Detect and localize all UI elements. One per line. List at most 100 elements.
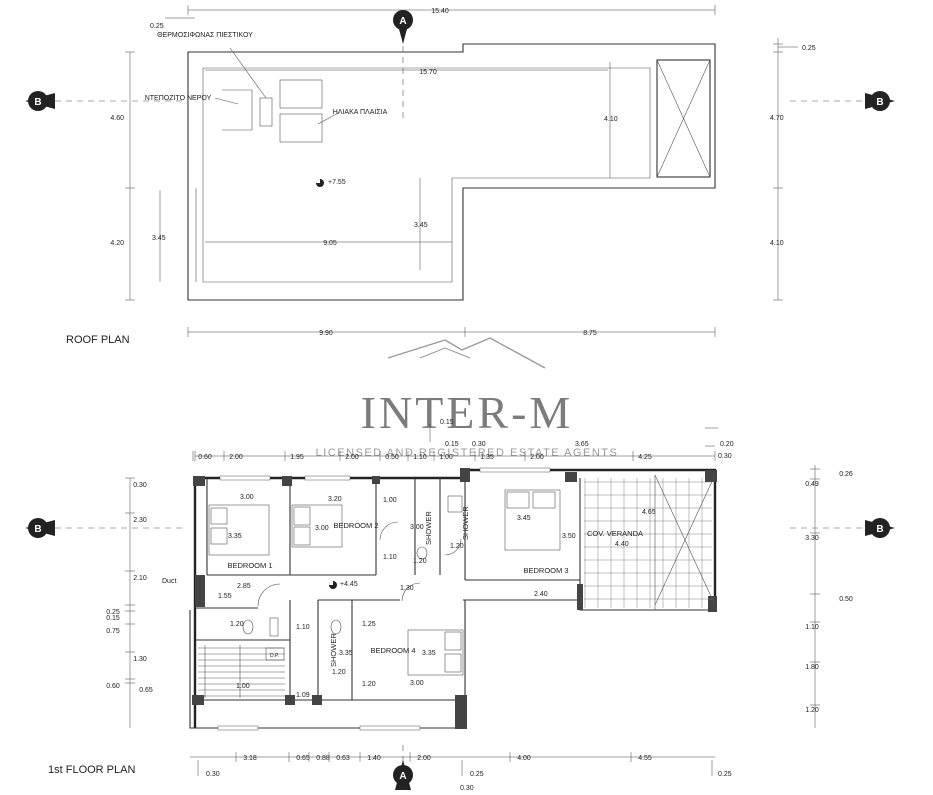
floor-top-row-dim-5: 0.50 (385, 454, 399, 461)
roof-void (656, 59, 711, 178)
roof-top-small-dim: 0.25 (150, 23, 164, 30)
veranda-height-dim: 4.65 (642, 509, 656, 516)
bedroom4-wardrobe-dim: 1.25 (362, 621, 376, 628)
duct-label: Duct (162, 578, 176, 585)
floor-bottom-dim-5: 1.40 (367, 755, 381, 762)
floor-section-marker-b-right: B (865, 518, 895, 538)
roof-tank-label: ΝΤΕΠΟΖΙΤΟ ΝΕΡΟΥ (145, 95, 212, 102)
svg-text:B: B (876, 524, 883, 535)
roof-right-upper-dim: 4.70 (770, 115, 784, 122)
dp-box (265, 647, 285, 661)
floor-bottom-dim-1: 3.18 (243, 755, 257, 762)
veranda-width-dim: 4.40 (615, 541, 629, 548)
water-heater (259, 97, 273, 127)
stair-landing-dim: 1.09 (296, 692, 310, 699)
bedroom1-width-dim: 3.00 (240, 494, 254, 501)
floor-level-label: +4.45 (340, 581, 358, 588)
wc-height-dim: 1.10 (383, 554, 397, 561)
roof-plan: 15.40 0.25 15.70 4.10 3.45 9.05 ΘΕΡΜΟΣΙΦ… (55, 5, 865, 337)
bedroom2-width-dim: 3.20 (328, 496, 342, 503)
floor-bottom-small-3: 0.30 (460, 785, 474, 792)
roof-right-lower-dim: 4.10 (770, 240, 784, 247)
floor-left-dims: 0.302.302.100.250.150.751.300.600.65 (106, 477, 153, 694)
floor-left-dim-7: 1.30 (133, 656, 147, 663)
roof-section-marker-b-right: B (865, 91, 895, 111)
bedroom4-width-dim: 3.00 (410, 680, 424, 687)
staircase (198, 645, 285, 698)
floor-bottom-dim-2: 0.65 (296, 755, 310, 762)
floor-left-dim-9: 0.65 (139, 687, 153, 694)
floor-left-dim-5: 0.15 (106, 615, 120, 622)
watermark-logo: INTER-M LICENSED AND REGISTERED ESTATE A… (316, 337, 617, 459)
floor-section-marker-a: A (393, 760, 413, 790)
watermark-name: INTER-M (361, 387, 574, 438)
roof-left-lower-dim: 4.20 (110, 240, 124, 247)
floor-top-dim-6: 0.20 (720, 441, 734, 448)
solar-panel-1 (279, 79, 323, 109)
floor-right-dim-3: 3.30 (805, 535, 819, 542)
roof-left-upper-dim: 4.60 (110, 115, 124, 122)
floor-bottom-dim-3: 0.88 (316, 755, 330, 762)
room-bedroom2-label: BEDROOM 2 (333, 521, 378, 530)
roof-inner-left-height-dim: 4.10 (604, 116, 618, 123)
roof-bottom-right-dim: 8.75 (583, 330, 597, 337)
roof-bottom-left-dim: 9.90 (319, 330, 333, 337)
floor-top-row-dim-2: 2.00 (229, 454, 243, 461)
roof-left-inner-dim: 3.45 (152, 235, 166, 242)
bed-2 (291, 504, 343, 548)
wc-width-dim: 1.00 (383, 497, 397, 504)
shower3-height-dim: 3.35 (339, 650, 353, 657)
bedroom3-wardrobe-dim: 2.40 (534, 591, 548, 598)
wc-left-height-dim: 1.10 (296, 624, 310, 631)
floor-top-row-dim-4: 2.00 (345, 454, 359, 461)
room-shower1-label: SHOWER (424, 511, 433, 545)
bedroom3-height-dim: 3.50 (562, 533, 576, 540)
floor-top-row-dim-6: 1.10 (413, 454, 427, 461)
floor-right-dim-1: 0.26 (839, 471, 853, 478)
floor-bottom-dim-6: 2.00 (417, 755, 431, 762)
roof-level-label: +7.55 (328, 179, 346, 186)
roof-section-marker-b-left: B (25, 91, 55, 111)
roof-plan-title: ROOF PLAN (66, 334, 130, 346)
floor-top-row-dim-7: 1.00 (439, 454, 453, 461)
floor-left-dim-8: 0.60 (106, 683, 120, 690)
shower1-width-dim: 3.00 (410, 524, 424, 531)
room-shower3-label: SHOWER (329, 633, 338, 667)
floor-top-dim-3: 0.30 (472, 441, 486, 448)
solar-panel-2 (279, 113, 323, 143)
svg-text:A: A (399, 771, 406, 782)
floor-bottom-small-2: 0.25 (470, 771, 484, 778)
bed-1 (208, 504, 270, 556)
floor-top-dim-2: 0.15 (445, 441, 459, 448)
veranda-tiles (584, 478, 712, 608)
floor-right-dim-4: 0.50 (839, 596, 853, 603)
corridor-dim-2: 1.55 (218, 593, 232, 600)
roof-right-small-dim: 0.25 (802, 45, 816, 52)
floor-top-row-dim-1: 0.60 (198, 454, 212, 461)
floor-right-dims: 0.260.493.300.501.101.801.20 (805, 468, 853, 714)
floor-section-marker-b-left: B (25, 518, 55, 538)
floor-right-dim-6: 1.80 (805, 664, 819, 671)
roof-section-marker-a: A (393, 10, 413, 44)
floor-left-dim-2: 2.30 (133, 517, 147, 524)
svg-text:B: B (876, 97, 883, 108)
floor-left-dim-3: 2.10 (133, 575, 147, 582)
svg-text:B: B (34, 524, 41, 535)
floor-top-dim-4: 3.65 (575, 441, 589, 448)
bedroom4-lower-dim: 1.20 (362, 681, 376, 688)
roof-solar-label: ΗΛΙΑΚΑ ΠΛΑΙΣΙΑ (333, 109, 388, 116)
floor-left-dim-1: 0.30 (133, 482, 147, 489)
roof-inner-lower-width-dim: 9.05 (323, 240, 337, 247)
shower1-height-dim: 1.20 (413, 558, 427, 565)
floor-top-row-dim-10: 4.25 (638, 454, 652, 461)
shower3-width-dim: 1.20 (332, 669, 346, 676)
hall-width-dim: 1.30 (400, 585, 414, 592)
floor-left-dim-4: 0.25 (106, 609, 120, 616)
roof-heater-label: ΘΕΡΜΟΣΙΦΩΝΑΣ ΠΙΕΣΤΙΚΟΥ (157, 32, 253, 39)
roof-outline (187, 43, 716, 301)
floor-right-dim-5: 1.10 (805, 624, 819, 631)
dp-label: D.P. (270, 653, 279, 659)
room-shower2-label: SHOWER (461, 506, 470, 540)
room-bedroom4-label: BEDROOM 4 (370, 646, 415, 655)
